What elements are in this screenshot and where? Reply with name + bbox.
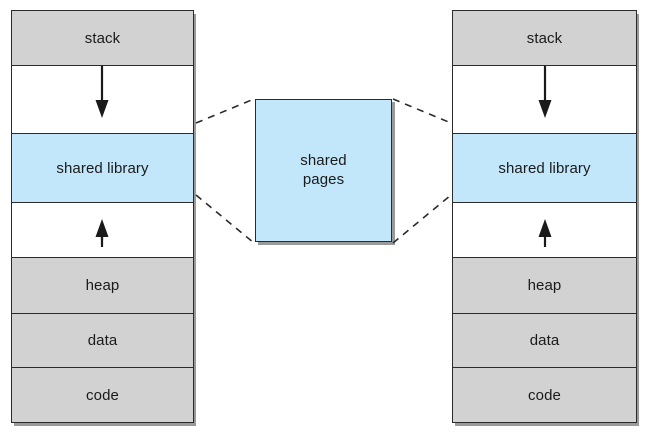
- right-column-shadow: [636, 14, 639, 426]
- right-segment-heap-label: heap: [527, 277, 562, 294]
- left-segment-heap[interactable]: heap: [11, 257, 194, 314]
- left-column-shadow: [193, 14, 196, 426]
- right-segment-code-label: code: [528, 386, 561, 404]
- left-column-shadow-bottom: [14, 423, 196, 426]
- left-segment-stack-label: stack: [84, 29, 121, 47]
- connector-left-top: [195, 98, 255, 124]
- right-segment-stack-label: stack: [526, 29, 563, 47]
- shared-pages-label: shared pages: [300, 152, 347, 188]
- connector-right-bottom: [392, 194, 452, 244]
- connector-right-top: [392, 98, 452, 124]
- right-segment-gap-lower[interactable]: [452, 202, 637, 258]
- left-segment-shared-library-label: shared library: [56, 159, 149, 177]
- left-segment-gap-lower[interactable]: [11, 202, 194, 258]
- left-segment-heap-label: heap: [85, 277, 120, 294]
- connector-left-bottom: [195, 194, 255, 244]
- shared-pages-shadow: [392, 102, 395, 245]
- right-segment-data-label: data: [529, 332, 560, 349]
- right-segment-code[interactable]: code: [452, 367, 637, 423]
- left-segment-data[interactable]: data: [11, 313, 194, 368]
- right-process-address-space: stack shared library heap data code: [452, 10, 637, 423]
- left-process-address-space: stack shared library heap data code: [11, 10, 194, 423]
- shared-pages-shadow-bottom: [258, 242, 395, 245]
- left-segment-data-label: data: [87, 332, 118, 349]
- left-segment-gap-upper[interactable]: [11, 65, 194, 134]
- right-segment-stack[interactable]: stack: [452, 10, 637, 66]
- right-segment-shared-library-label: shared library: [498, 159, 591, 177]
- left-segment-code-label: code: [86, 386, 119, 404]
- left-segment-code[interactable]: code: [11, 367, 194, 423]
- right-column-shadow-bottom: [455, 423, 637, 426]
- right-segment-heap[interactable]: heap: [452, 257, 637, 314]
- left-segment-stack[interactable]: stack: [11, 10, 194, 66]
- left-segment-shared-library[interactable]: shared library: [11, 133, 194, 203]
- right-segment-shared-library[interactable]: shared library: [452, 133, 637, 203]
- shared-pages-box[interactable]: shared pages: [255, 99, 392, 242]
- right-segment-data[interactable]: data: [452, 313, 637, 368]
- right-segment-gap-upper[interactable]: [452, 65, 637, 134]
